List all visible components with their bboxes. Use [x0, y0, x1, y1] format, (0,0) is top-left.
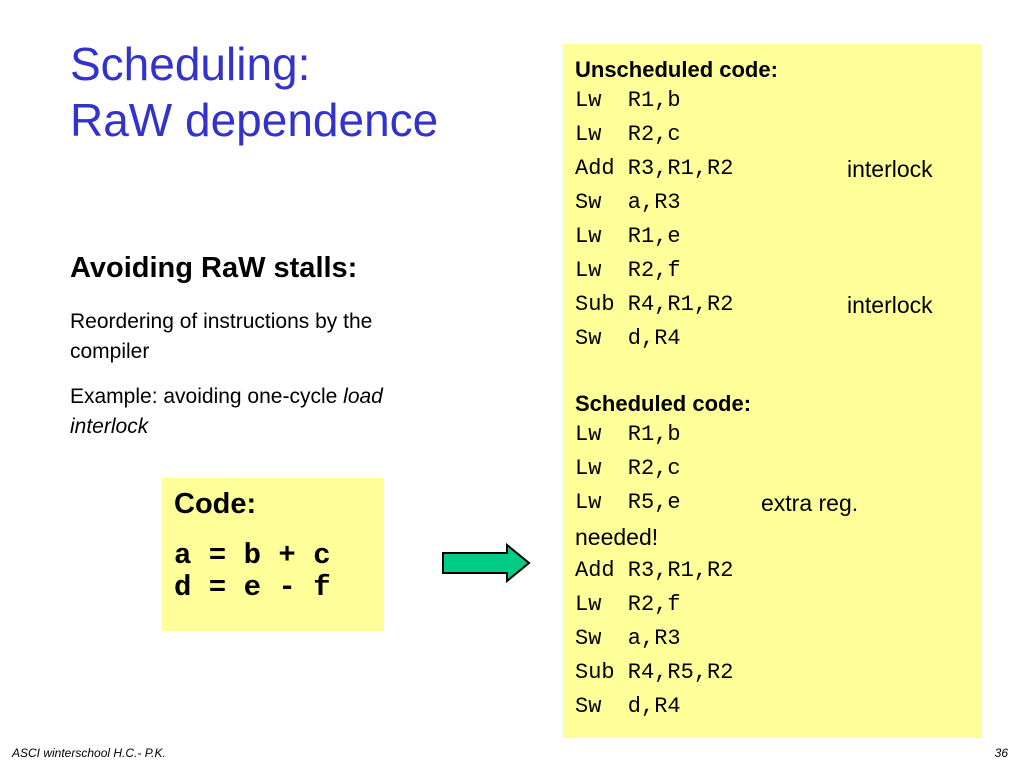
asm-line: Lw R5,e [575, 490, 681, 515]
asm-line-with-note: Sub R4,R1,R2 interlock [575, 288, 970, 322]
asm-line: Lw R2,f [575, 592, 681, 617]
source-code-title: Code: [174, 488, 257, 520]
title-line-2: RaW dependence [70, 94, 439, 146]
asm-line: Sub R4,R1,R2 [575, 292, 734, 317]
page-number: 36 [994, 746, 1008, 760]
extra-register-note: extra reg. [761, 490, 859, 516]
footer-credit: ASCI winterschool H.C.- P.K. [12, 746, 166, 760]
paragraph-example: Example: avoiding one-cycle load interlo… [70, 382, 420, 442]
asm-line: Sw a,R3 [575, 190, 681, 215]
asm-line: Add R3,R1,R2 [575, 558, 734, 583]
asm-line: Add R3,R1,R2 [575, 156, 734, 181]
paragraph-example-emphasis: load interlock [70, 385, 383, 438]
unscheduled-heading: Unscheduled code: [575, 57, 778, 82]
asm-line: Lw R1,b [575, 88, 681, 113]
asm-line-with-note: Lw R5,e extra reg. [575, 486, 970, 520]
source-code-line: a = b + c [174, 539, 331, 572]
asm-line: Lw R2,c [575, 122, 681, 147]
asm-line: Lw R2,c [575, 456, 681, 481]
paragraph-reordering: Reordering of instructions by the compil… [70, 310, 373, 363]
interlock-note: interlock [847, 156, 933, 182]
paragraph-example-text: Example: avoiding one-cycle [70, 385, 344, 408]
section-spacer [575, 356, 970, 390]
asm-line: Sw a,R3 [575, 626, 681, 651]
asm-line-with-note: Add R3,R1,R2 interlock [575, 152, 970, 186]
source-code-line: d = e - f [174, 571, 331, 604]
extra-register-note-continued: needed! [575, 524, 659, 550]
arrow-shape [442, 543, 531, 583]
asm-line: Sw d,R4 [575, 694, 681, 719]
asm-line: Sw d,R4 [575, 326, 681, 351]
scheduled-heading: Scheduled code: [575, 391, 752, 416]
asm-line: Lw R1,e [575, 224, 681, 249]
subheading: Avoiding RaW stalls: [70, 252, 358, 284]
asm-line: Sub R4,R5,R2 [575, 660, 734, 685]
interlock-note: interlock [847, 292, 933, 318]
source-code-box: Code: a = b + c d = e - f [162, 478, 384, 631]
slide-title: Scheduling: RaW dependence [70, 36, 438, 148]
asm-line: Lw R1,b [575, 422, 681, 447]
title-line-1: Scheduling: [70, 38, 311, 90]
assembly-code-box: Unscheduled code: Lw R1,b Lw R2,c Add R3… [563, 44, 982, 738]
asm-line: Lw R2,f [575, 258, 681, 283]
right-arrow-icon [442, 543, 531, 583]
